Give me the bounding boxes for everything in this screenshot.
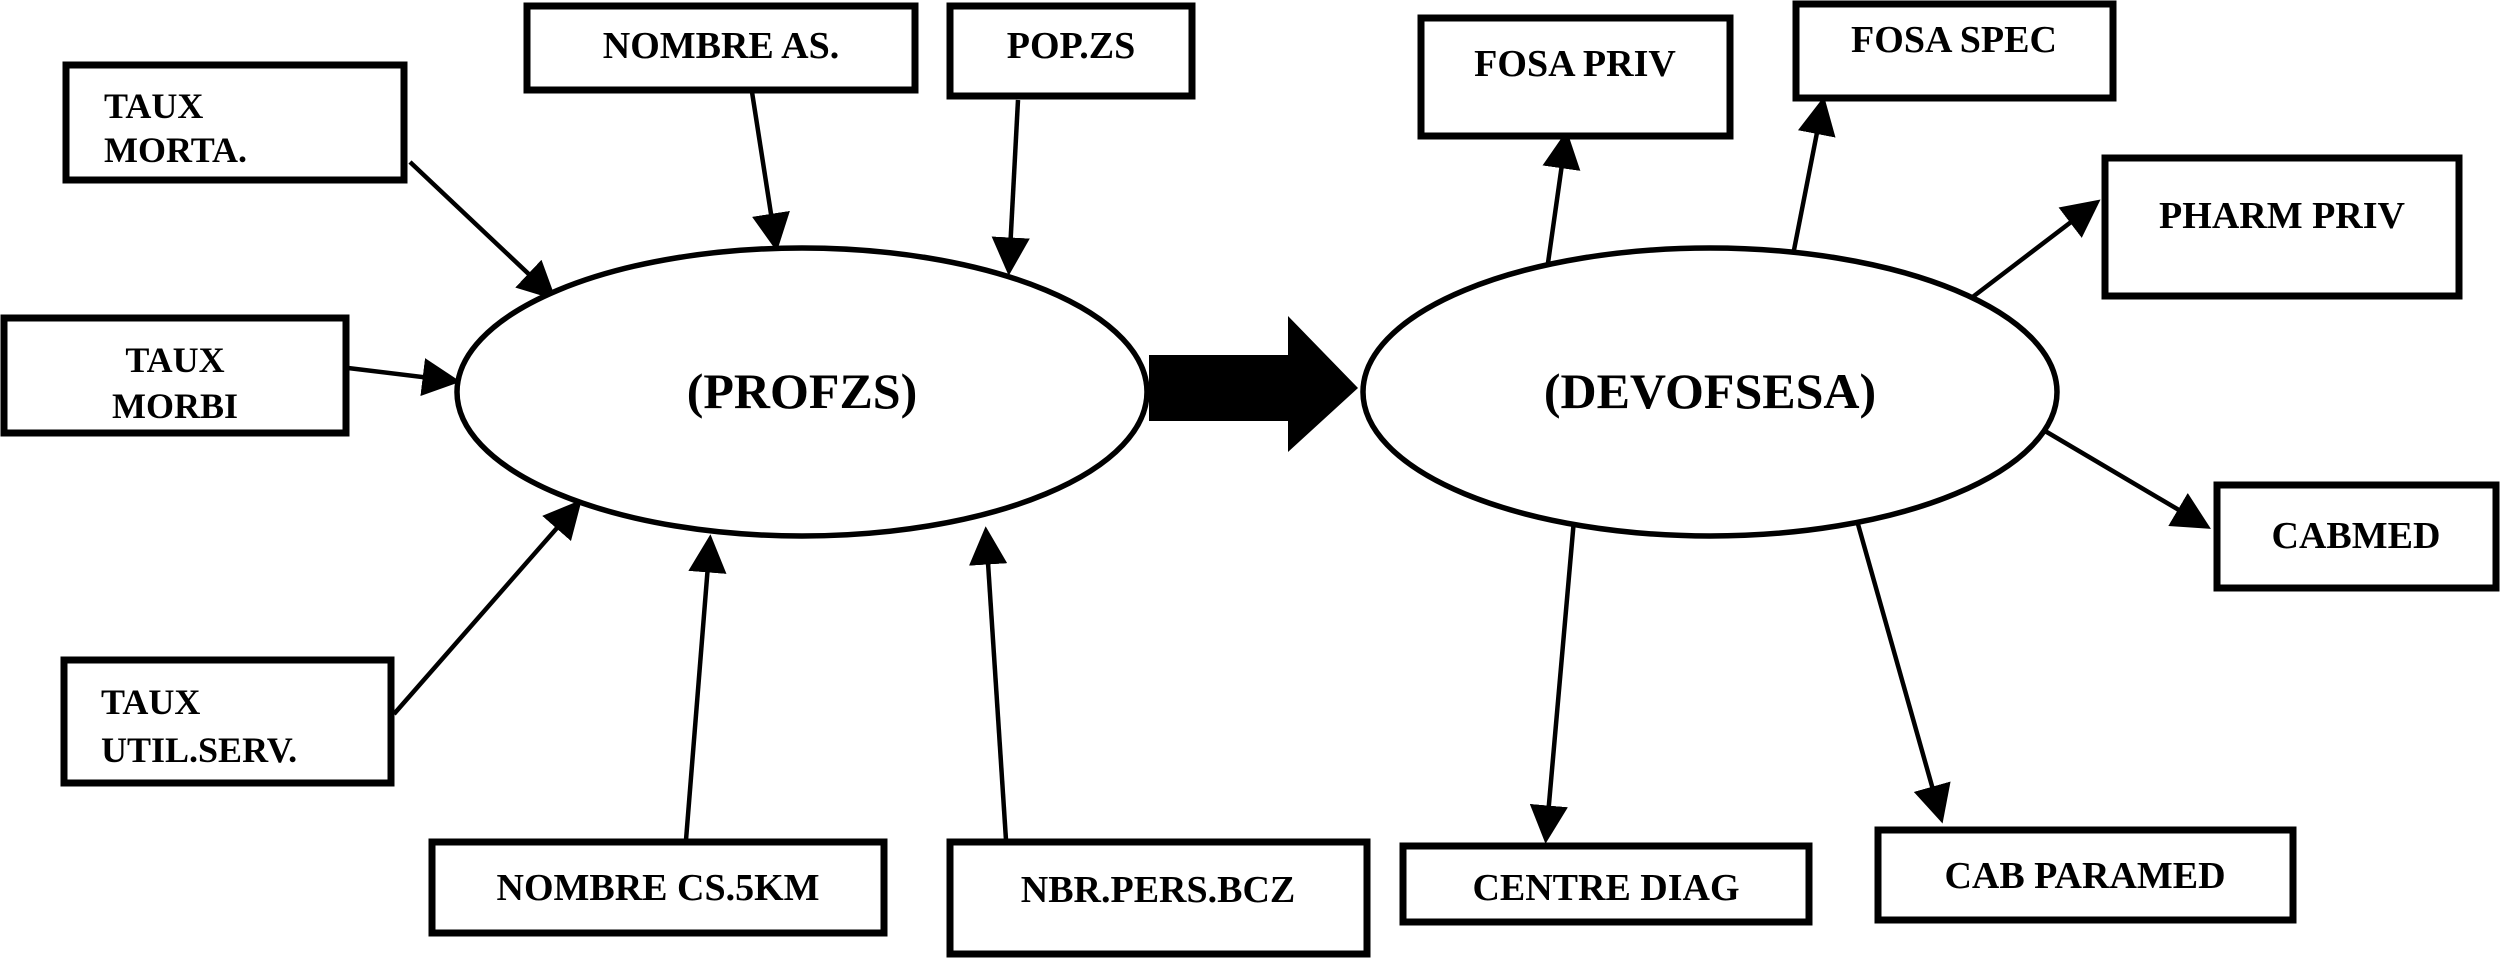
taux-morbi-label-line1: TAUX — [125, 340, 224, 380]
taux-morbi-box — [0, 314, 350, 437]
taux-morta-label-line2: MORTA. — [104, 130, 247, 170]
fosa-spec-box — [1792, 0, 2117, 102]
arrow-taux-morbi-to-profzs — [347, 358, 461, 397]
input-box-taux-morta: TAUX MORTA. — [62, 61, 408, 184]
arrow-devofsesa-to-pharm-priv — [1968, 199, 2101, 301]
fosa-spec-label: FOSA SPEC — [1851, 19, 2057, 61]
process-ellipse-devofsesa: (DEVOFSESA) — [1360, 245, 2060, 539]
nombre-as-box — [523, 2, 919, 94]
taux-morbi-label-line2: MORBI — [112, 386, 238, 426]
cab-paramed-label: CAB PARAMED — [1944, 855, 2225, 897]
nombre-cs5km-box — [428, 838, 888, 937]
cabmed-box — [2213, 481, 2500, 592]
output-box-cabmed: CABMED — [2213, 481, 2500, 592]
output-box-cab-paramed: CAB PARAMED — [1874, 826, 2297, 924]
arrow-nombre-as-to-profzs — [749, 91, 790, 252]
arrow-devofsesa-to-fosa-priv — [1542, 130, 1581, 264]
arrow-devofsesa-to-centre-diag — [1529, 507, 1578, 844]
arrow-nombre-cs5km-to-profzs — [683, 534, 727, 841]
taux-morta-box — [62, 61, 408, 184]
taux-util-serv-label-line1: TAUX — [101, 682, 200, 722]
input-box-nombre-as: NOMBRE AS. — [523, 2, 919, 94]
nombre-as-label: NOMBRE AS. — [603, 25, 839, 67]
input-box-nombre-cs5km: NOMBRE CS.5KM — [428, 838, 888, 937]
pharm-priv-box — [2101, 154, 2463, 300]
pop-zs-label: POP.ZS — [1007, 25, 1135, 67]
flow-arrow-profzs-to-devofsesa — [1149, 316, 1358, 452]
arrow-devofsesa-to-cabmed — [2038, 426, 2211, 529]
taux-util-serv-label-line2: UTIL.SERV. — [101, 730, 297, 770]
nombre-cs5km-label: NOMBRE CS.5KM — [497, 867, 820, 909]
devofsesa-ellipse-shape — [1360, 245, 2060, 539]
taux-util-serv-box — [60, 656, 395, 787]
output-box-pharm-priv: PHARM PRIV — [2101, 154, 2463, 300]
output-box-fosa-spec: FOSA SPEC — [1792, 0, 2117, 102]
centre-diag-label: CENTRE DIAG — [1472, 867, 1739, 909]
output-box-fosa-priv: FOSA PRIV — [1417, 14, 1734, 140]
arrow-devofsesa-to-cab-paramed — [1849, 502, 1951, 824]
input-box-taux-util-serv: TAUX UTIL.SERV. — [60, 656, 395, 787]
input-box-taux-morbi: TAUX MORBI — [0, 314, 350, 437]
cabmed-label: CABMED — [2272, 515, 2441, 557]
output-box-centre-diag: CENTRE DIAG — [1399, 842, 1813, 926]
fosa-priv-label: FOSA PRIV — [1474, 43, 1676, 85]
input-box-pop-zs: POP.ZS — [946, 2, 1196, 100]
cab-paramed-box — [1874, 826, 2297, 924]
arrow-nbr-pers-bcz-to-profzs — [969, 526, 1009, 841]
input-box-nbr-pers-bcz: NBR.PERS.BCZ — [946, 838, 1371, 958]
taux-morta-label-line1: TAUX — [104, 86, 203, 126]
nbr-pers-bcz-label: NBR.PERS.BCZ — [1021, 869, 1296, 911]
devofsesa-label: (DEVOFSESA) — [1544, 363, 1876, 419]
centre-diag-box — [1399, 842, 1813, 926]
pharm-priv-label: PHARM PRIV — [2159, 195, 2405, 237]
process-ellipse-profzs: (PROFZS) — [454, 245, 1150, 539]
arrow-taux-util-serv-to-profzs — [392, 499, 582, 716]
arrow-pop-zs-to-profzs — [991, 99, 1030, 276]
nbr-pers-bcz-box — [946, 838, 1371, 958]
profzs-label: (PROFZS) — [687, 363, 918, 419]
pop-zs-box — [946, 2, 1196, 100]
arrow-taux-morta-to-profzs — [408, 160, 557, 300]
profzs-ellipse-shape — [454, 245, 1150, 539]
arrow-devofsesa-to-fosa-spec — [1791, 96, 1836, 251]
fosa-priv-box — [1417, 14, 1734, 140]
